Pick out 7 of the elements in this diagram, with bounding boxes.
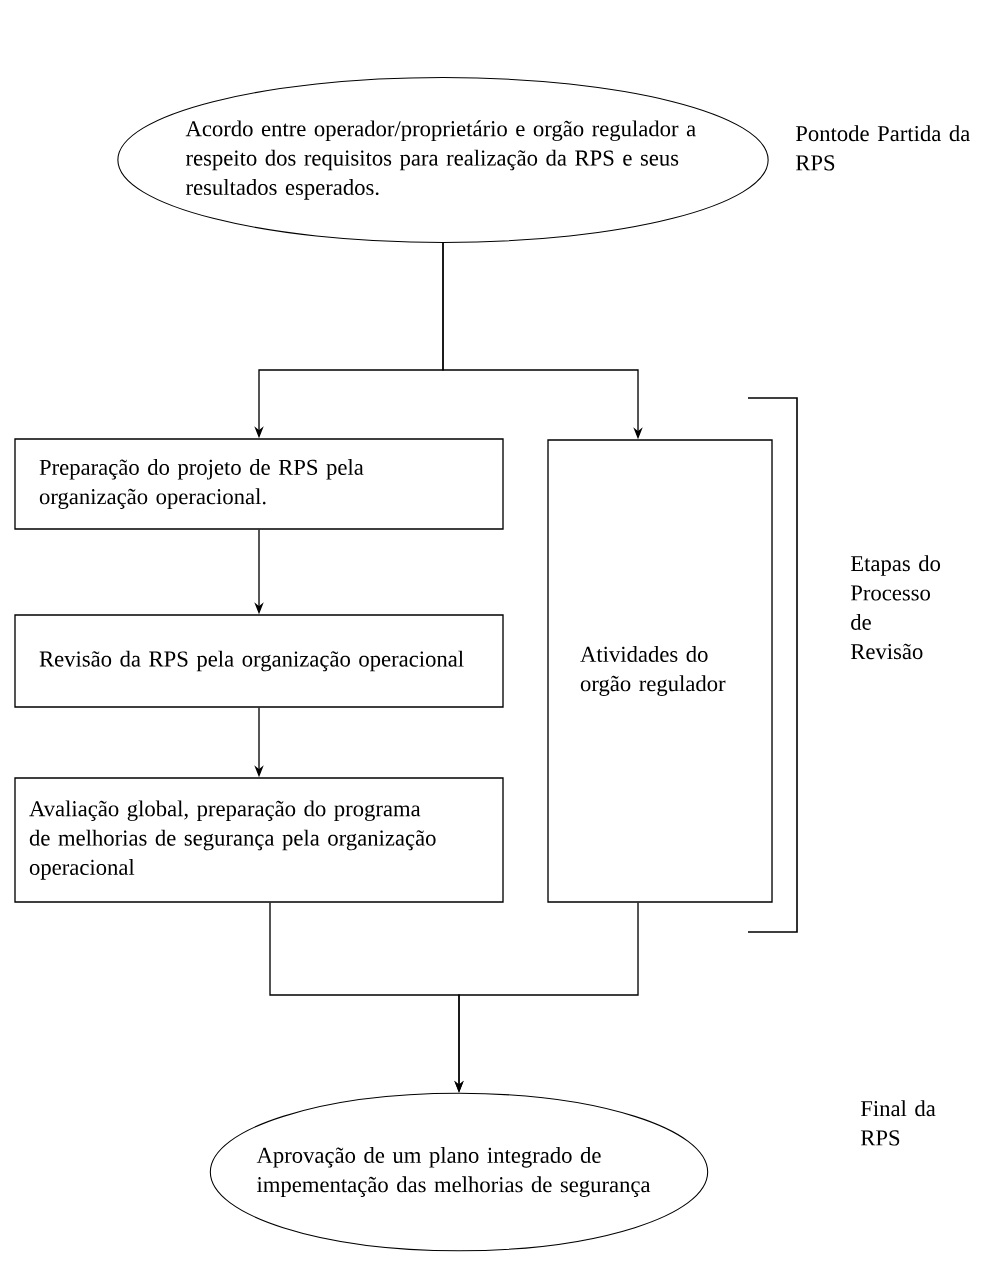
process-box: Avaliação global, preparação do programa de melhorias de segurança pela organização operacional xyxy=(14,777,504,903)
process-box: Preparação do projeto de RPS pela organização operacional. xyxy=(14,438,504,530)
process-box: Revisão da RPS pela organização operacional xyxy=(14,614,504,708)
side-label: Pontode Partida da RPS xyxy=(795,125,970,171)
side-label: Final da RPS xyxy=(860,1100,936,1146)
side-label: Etapas do Processo de Revisão xyxy=(850,555,941,660)
process-box: Atividades do orgão regulador xyxy=(547,439,773,903)
